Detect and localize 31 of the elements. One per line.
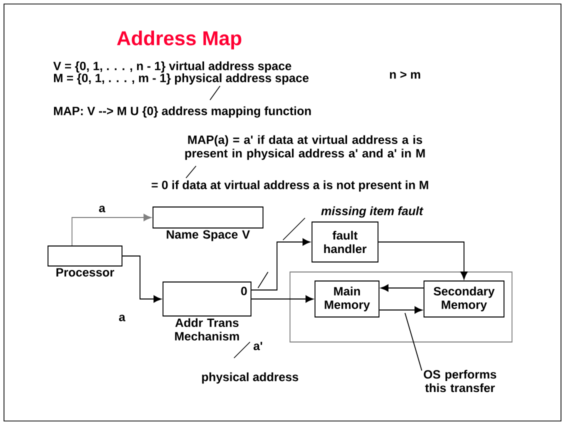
label-text: V = {0, 1, . . . , n - 1} virtual address space <box>53 61 292 73</box>
arrow <box>378 242 468 280</box>
memory-box: Main Memory <box>314 280 380 318</box>
memory-box: Secondary Memory <box>424 280 504 318</box>
label-text: = 0 if data at virtual address a is not present in M <box>152 180 428 192</box>
edge-label: a <box>98 204 106 214</box>
arrow <box>122 256 162 303</box>
edge-label: a <box>118 314 126 322</box>
process-box: fault handler <box>312 222 378 262</box>
label-text: a' <box>254 342 262 350</box>
arrow <box>379 306 422 314</box>
title: Address Map <box>117 30 242 50</box>
label-text: n > m <box>390 71 420 79</box>
arrow <box>251 295 314 303</box>
node-label: Addr Trans Mechanism <box>175 318 239 341</box>
note-text: OS performs this transfer <box>424 370 496 392</box>
node-label: Processor <box>56 268 114 277</box>
label-text: physical address <box>202 372 298 384</box>
edge-label: missing item fault <box>320 205 424 219</box>
label-text: MAP(a) = a' if data at virtual address a is present in physical address a' and a' in M <box>185 135 425 160</box>
memory-box: Name Space V <box>152 206 264 242</box>
arrow <box>72 214 152 246</box>
arrow <box>380 284 424 292</box>
label-text: MAP: V --> M U {0} address mapping function <box>54 106 311 118</box>
arrow <box>251 238 310 290</box>
processor-box: Processor <box>48 246 122 277</box>
label-text: M = {0, 1, . . . , m - 1} physical address space <box>54 73 309 85</box>
group-box <box>290 272 512 342</box>
leader-line <box>404 312 422 372</box>
label-text: 0 <box>241 286 247 296</box>
node-label: Name Space V <box>166 230 250 242</box>
